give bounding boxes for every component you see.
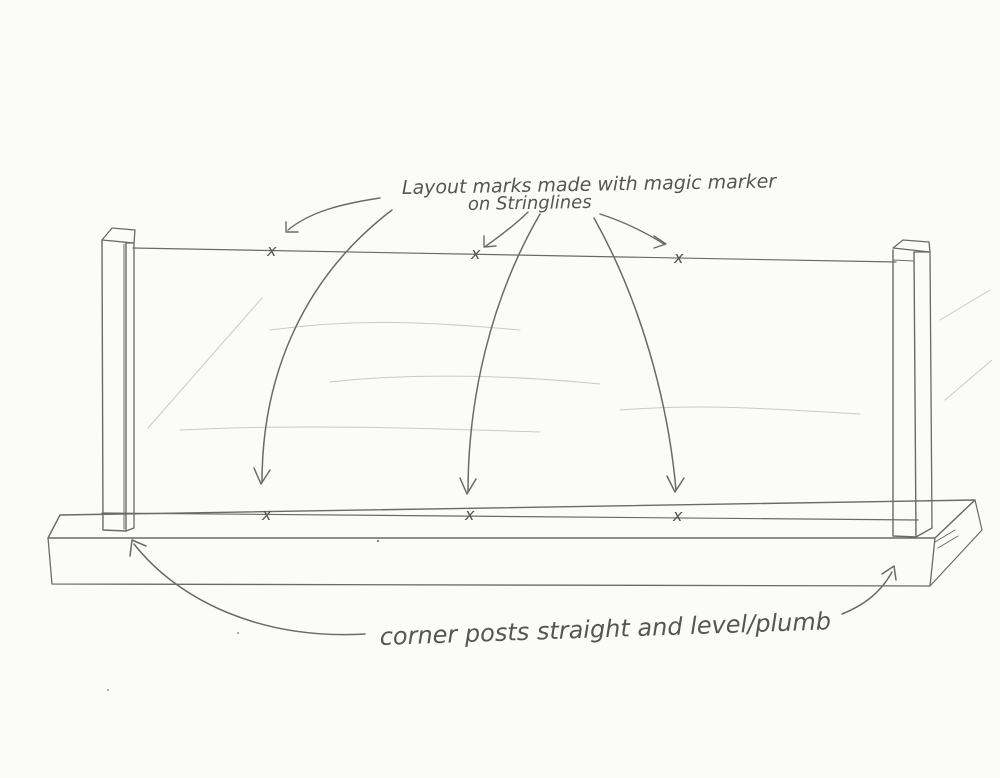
layout-mark-bottom-3: x	[672, 506, 683, 525]
annotation-bottom: corner posts straight and level/plumb	[379, 607, 831, 651]
background-shading	[147, 289, 993, 433]
arrow-to-bottom-mark-center	[467, 213, 541, 493]
left-corner-post	[101, 227, 136, 532]
top-annotation-arrows	[253, 197, 685, 495]
arrow-to-bottom-mark-right	[593, 217, 677, 491]
arrow-to-top-mark-left	[287, 197, 381, 231]
layout-mark-bottom-2: x	[464, 505, 475, 524]
bottom-annotation-arrows	[129, 539, 897, 636]
arrow-to-left-post	[133, 543, 366, 636]
right-corner-post	[892, 239, 933, 538]
layout-mark-bottom-1: x	[261, 505, 272, 524]
annotation-top-line-2: on Stringlines	[468, 192, 592, 215]
arrow-to-right-post	[841, 571, 893, 615]
arrow-to-bottom-mark-left	[261, 209, 393, 483]
arrow-to-top-mark-right	[599, 213, 665, 245]
arrow-to-top-mark-center	[485, 211, 529, 247]
paper-specks	[107, 539, 380, 691]
top-stringline	[132, 247, 897, 263]
layout-mark-top-3: x	[673, 248, 684, 267]
ground-slab	[47, 499, 983, 587]
layout-mark-top-1: x	[266, 241, 277, 260]
string-lines	[101, 247, 919, 521]
bottom-layout-marks: x x x	[261, 505, 683, 525]
bottom-stringline	[101, 512, 919, 521]
annotations: Layout marks made with magic marker on S…	[379, 170, 831, 651]
layout-mark-top-2: x	[470, 244, 481, 263]
top-layout-marks: x x x	[266, 241, 684, 267]
